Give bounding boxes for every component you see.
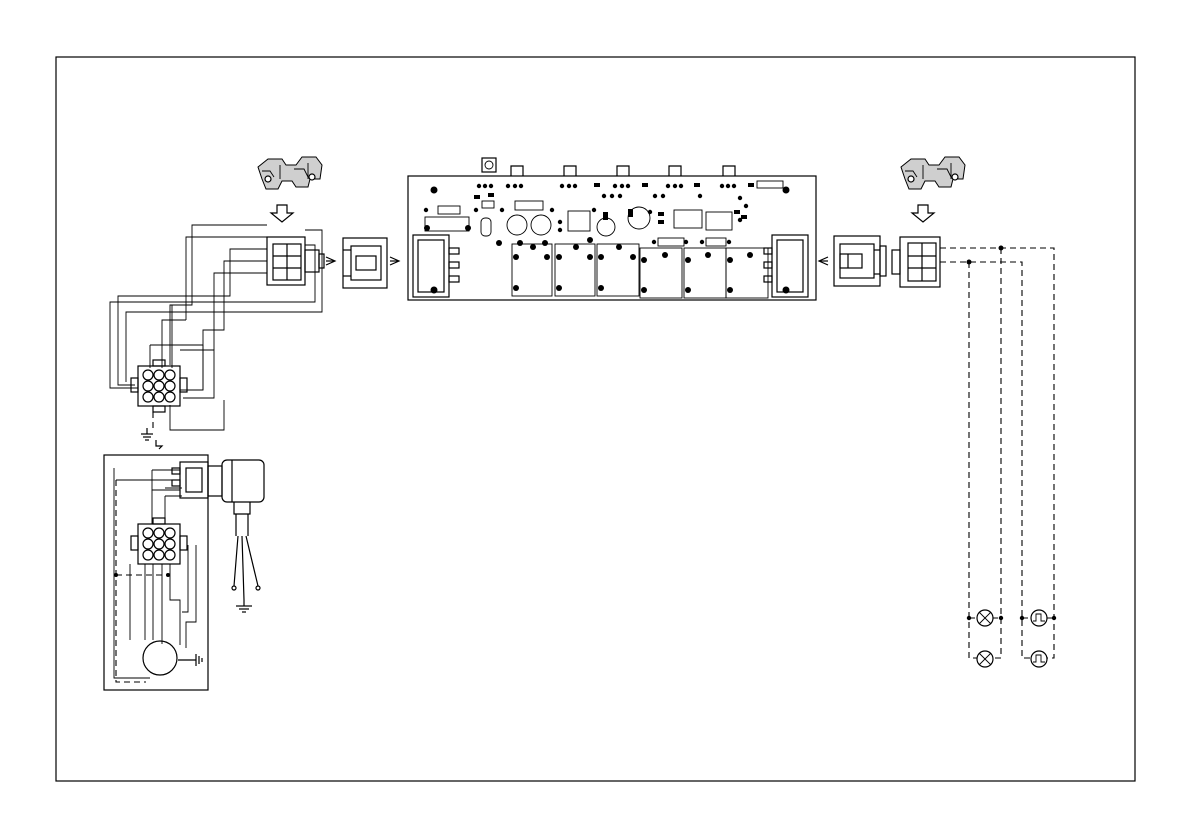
power-plug [208,460,264,600]
drawing-frame [56,57,1135,781]
pulse-sensor-icon [1031,610,1047,626]
motor-housing [104,455,208,690]
left-mating-plug [343,238,387,288]
right-mounting-clip [901,157,965,189]
wire-junctions [967,246,1057,621]
down-right-arrow-icon [156,440,162,449]
ground-icon [236,600,252,612]
right-mating-plug [834,236,886,286]
down-arrow-icon [271,205,293,222]
motor-icon [143,641,177,675]
nine-pin-connector-lower [131,518,187,564]
right-dashed-wires [940,248,1054,658]
ground-icon [178,654,202,666]
left-mounting-clip [258,157,322,189]
down-arrow-icon [912,205,934,222]
nine-pin-connector-upper [131,360,187,412]
indicator-lamp-icon [977,610,993,626]
right-harness-connector [892,237,940,287]
indicator-lamp-icon [977,651,993,667]
pulse-sensor-icon [1031,651,1047,667]
ground-icon [141,428,153,440]
board-pads [424,183,790,294]
motor-wires [130,490,196,648]
